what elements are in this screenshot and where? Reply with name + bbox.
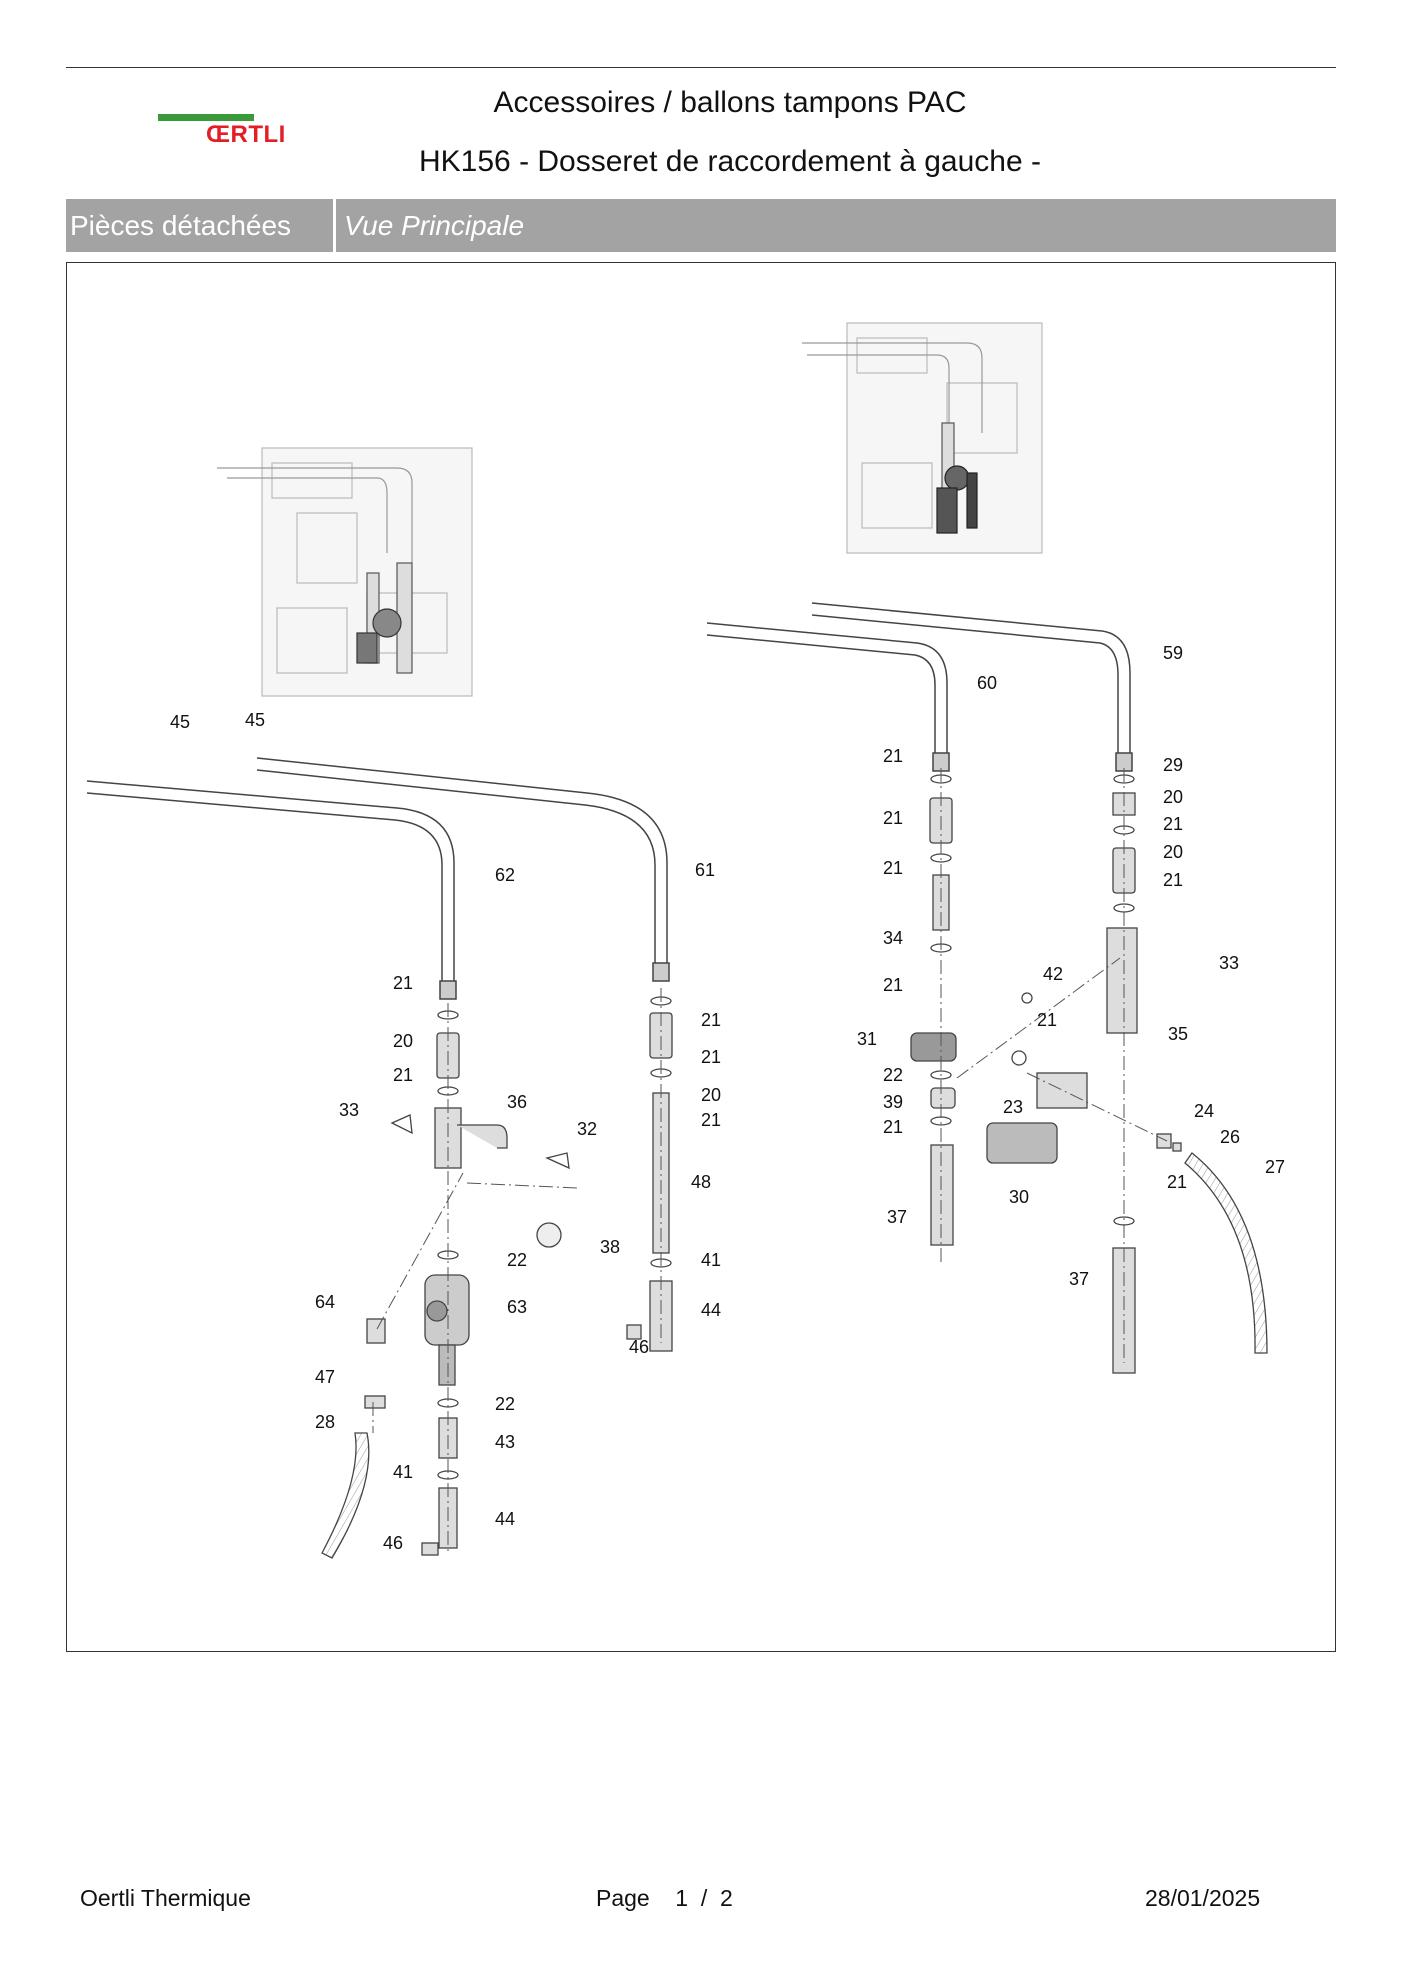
top-rule bbox=[66, 67, 1336, 68]
callout-59: 59 bbox=[1163, 643, 1183, 663]
footer-company: Oertli Thermique bbox=[80, 1885, 251, 1911]
tab-main-view[interactable]: Vue Principale bbox=[344, 210, 525, 241]
callout-27: 27 bbox=[1265, 1157, 1285, 1177]
tab-separator bbox=[333, 199, 336, 252]
callout-29: 29 bbox=[1163, 755, 1183, 775]
logo-green-bar bbox=[158, 114, 254, 121]
callout-28: 28 bbox=[315, 1412, 335, 1432]
assembly-thumbnail-left bbox=[217, 447, 473, 697]
document-title: Accessoires / ballons tampons PAC bbox=[493, 86, 967, 119]
logo-brand-text: ŒRTLI bbox=[206, 121, 286, 148]
callout-20: 20 bbox=[1163, 842, 1183, 862]
callout-21: 21 bbox=[1037, 1010, 1057, 1030]
callout-20: 20 bbox=[701, 1085, 721, 1105]
callout-20: 20 bbox=[393, 1031, 413, 1051]
section-tab-bar: Pièces détachées Vue Principale bbox=[66, 199, 1336, 252]
callout-33: 33 bbox=[339, 1100, 359, 1120]
pipe-62 bbox=[86, 780, 457, 1000]
callout-32: 32 bbox=[577, 1119, 597, 1139]
exploded-view-svg: 45 45 62 61 21 20 21 33 36 32 22 63 38 64 47 28 41 46 43 44… bbox=[86, 322, 1285, 1559]
callout-21: 21 bbox=[883, 746, 903, 766]
document-subtitle: HK156 - Dosseret de raccordement à gauch… bbox=[419, 145, 1041, 178]
callout-45: 45 bbox=[245, 710, 265, 730]
footer-page-total: 2 bbox=[720, 1885, 733, 1911]
callout-30: 30 bbox=[1009, 1187, 1029, 1207]
callout-31: 31 bbox=[857, 1029, 877, 1049]
callout-20: 20 bbox=[1163, 787, 1183, 807]
exploded-view-diagram: 45 45 62 61 21 20 21 33 36 32 22 63 38 64 47 28 41 46 43 44… bbox=[66, 262, 1336, 1652]
callout-22: 22 bbox=[507, 1250, 527, 1270]
callout-21: 21 bbox=[1163, 814, 1183, 834]
callout-21: 21 bbox=[1167, 1172, 1187, 1192]
callout-48: 48 bbox=[691, 1172, 711, 1192]
footer-page-separator: / bbox=[700, 1885, 708, 1911]
callout-34: 34 bbox=[883, 928, 903, 948]
callout-41: 41 bbox=[393, 1462, 413, 1482]
callout-37: 37 bbox=[1069, 1269, 1089, 1289]
dashed-assembly-lines bbox=[372, 768, 1168, 1553]
assembly-thumbnail-right bbox=[802, 322, 1043, 554]
callout-26: 26 bbox=[1220, 1127, 1240, 1147]
callout-36: 36 bbox=[507, 1092, 527, 1112]
callout-44: 44 bbox=[495, 1509, 515, 1529]
callout-45: 45 bbox=[170, 712, 190, 732]
fittings-right-column bbox=[910, 774, 1268, 1374]
callout-61: 61 bbox=[695, 860, 715, 880]
callout-21: 21 bbox=[701, 1010, 721, 1030]
tab-spare-parts[interactable]: Pièces détachées bbox=[70, 210, 292, 241]
callout-labels: 45 45 62 61 21 20 21 33 36 32 22 63 38 64 47 28 41 46 43 44… bbox=[170, 643, 1285, 1553]
callout-21: 21 bbox=[393, 1065, 413, 1085]
callout-46: 46 bbox=[383, 1533, 403, 1553]
callout-24: 24 bbox=[1194, 1101, 1214, 1121]
callout-62: 62 bbox=[495, 865, 515, 885]
callout-63: 63 bbox=[507, 1297, 527, 1317]
callout-21: 21 bbox=[701, 1110, 721, 1130]
callout-47: 47 bbox=[315, 1367, 335, 1387]
callout-43: 43 bbox=[495, 1432, 515, 1452]
callout-37: 37 bbox=[887, 1207, 907, 1227]
callout-23: 23 bbox=[1003, 1097, 1023, 1117]
callout-21: 21 bbox=[393, 973, 413, 993]
callout-38: 38 bbox=[600, 1237, 620, 1257]
callout-64: 64 bbox=[315, 1292, 335, 1312]
fittings-left-column bbox=[321, 1010, 570, 1559]
callout-39: 39 bbox=[883, 1092, 903, 1112]
pipe-61 bbox=[256, 757, 670, 982]
footer-page-label: Page bbox=[596, 1885, 650, 1911]
callout-21: 21 bbox=[1163, 870, 1183, 890]
pipe-59 bbox=[811, 602, 1133, 772]
callout-46: 46 bbox=[629, 1337, 649, 1357]
callout-21: 21 bbox=[701, 1047, 721, 1067]
callout-22: 22 bbox=[883, 1065, 903, 1085]
callout-21: 21 bbox=[883, 1117, 903, 1137]
callout-44: 44 bbox=[701, 1300, 721, 1320]
callout-41: 41 bbox=[701, 1250, 721, 1270]
pipe-60 bbox=[706, 622, 950, 772]
footer-date: 28/01/2025 bbox=[1145, 1885, 1261, 1911]
callout-60: 60 bbox=[977, 673, 997, 693]
callout-33: 33 bbox=[1219, 953, 1239, 973]
callout-21: 21 bbox=[883, 858, 903, 878]
fittings-middle-column bbox=[626, 996, 673, 1352]
callout-35: 35 bbox=[1168, 1024, 1188, 1044]
callout-21: 21 bbox=[883, 808, 903, 828]
oertli-logo: ŒRTLI bbox=[158, 114, 308, 154]
callout-42: 42 bbox=[1043, 964, 1063, 984]
footer-page: Page 1 / 2 bbox=[596, 1885, 733, 1912]
footer-page-current: 1 bbox=[675, 1885, 689, 1911]
callout-22: 22 bbox=[495, 1394, 515, 1414]
callout-21: 21 bbox=[883, 975, 903, 995]
